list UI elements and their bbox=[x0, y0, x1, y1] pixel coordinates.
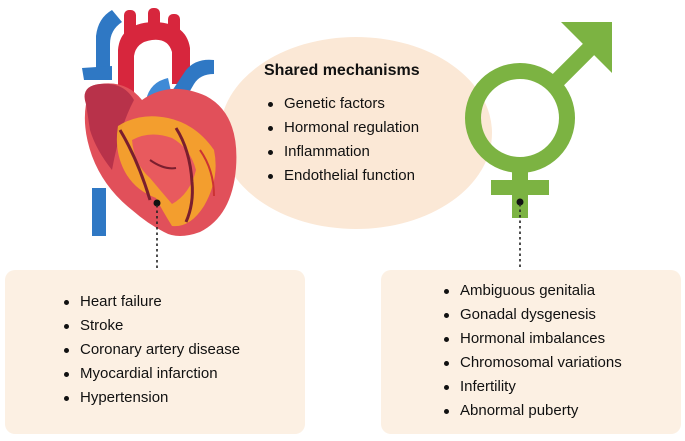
male-female-symbol-icon bbox=[465, 22, 612, 218]
shared-mechanisms-ellipse bbox=[220, 37, 492, 229]
sex-development-conditions-list: Ambiguous genitalia Gonadal dysgenesis H… bbox=[442, 279, 622, 423]
list-item: Myocardial infarction bbox=[62, 362, 240, 386]
list-item: Abnormal puberty bbox=[442, 399, 622, 423]
list-item: Genetic factors bbox=[266, 92, 419, 116]
list-item: Inflammation bbox=[266, 140, 419, 164]
list-item: Coronary artery disease bbox=[62, 338, 240, 362]
heart-icon bbox=[82, 8, 237, 236]
shared-mechanisms-title: Shared mechanisms bbox=[264, 62, 420, 79]
list-item: Gonadal dysgenesis bbox=[442, 303, 622, 327]
shared-mechanisms-list: Genetic factors Hormonal regulation Infl… bbox=[266, 92, 419, 188]
list-item: Infertility bbox=[442, 375, 622, 399]
list-item: Hormonal imbalances bbox=[442, 327, 622, 351]
list-item: Heart failure bbox=[62, 290, 240, 314]
cardiovascular-conditions-box bbox=[5, 270, 305, 434]
cardiovascular-conditions-list: Heart failure Stroke Coronary artery dis… bbox=[62, 290, 240, 410]
list-item: Stroke bbox=[62, 314, 240, 338]
list-item: Hormonal regulation bbox=[266, 116, 419, 140]
list-item: Ambiguous genitalia bbox=[442, 279, 622, 303]
list-item: Hypertension bbox=[62, 386, 240, 410]
sex-development-conditions-box bbox=[381, 270, 681, 434]
list-item: Chromosomal variations bbox=[442, 351, 622, 375]
list-item: Endothelial function bbox=[266, 164, 419, 188]
